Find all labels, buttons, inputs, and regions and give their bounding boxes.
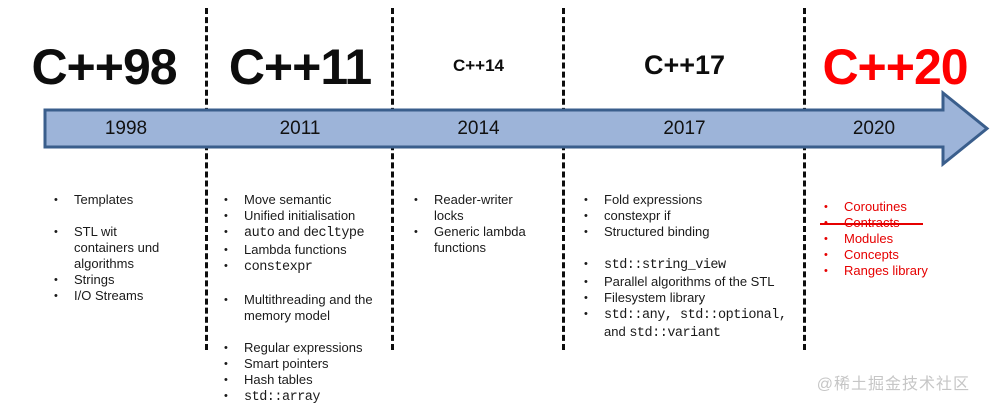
feature-item: •Modules — [824, 231, 894, 246]
year-label-2011: 2011 — [279, 118, 321, 139]
bullet-icon: • — [584, 194, 588, 206]
version-title-cpp14: C++14 — [452, 56, 505, 75]
bullet-icon: • — [54, 290, 58, 302]
bullet-icon: • — [224, 342, 228, 354]
feature-item: •std::any, std::optional, and std::varia… — [584, 308, 787, 341]
version-title-cpp11: C++11 — [228, 39, 372, 95]
feature-list-cpp20: •Coroutines•Contracts•Modules•Concepts•R… — [818, 199, 978, 279]
feature-item: •Generic lambda functions — [414, 224, 526, 255]
year-label-2020: 2020 — [852, 118, 896, 139]
feature-item: •Smart pointers — [224, 356, 329, 371]
bullet-icon: • — [584, 276, 588, 288]
bullet-icon: • — [584, 258, 588, 270]
column-separator — [803, 8, 806, 350]
bullet-icon: • — [54, 194, 58, 206]
feature-item: •Multithreading and the memory model — [224, 292, 373, 323]
feature-item: •Structured binding — [584, 224, 710, 239]
feature-item: •constexpr — [224, 260, 313, 275]
column-separator — [205, 8, 208, 350]
feature-item: •Coroutines — [824, 199, 907, 214]
bullet-icon: • — [824, 201, 828, 213]
feature-item: •Unified initialisation — [224, 208, 356, 223]
bullet-icon: • — [414, 194, 418, 206]
year-label-1998: 1998 — [104, 118, 148, 139]
feature-list-cpp11: •Move semantic•Unified initialisation•au… — [218, 192, 386, 406]
feature-item: •Hash tables — [224, 372, 313, 387]
feature-list-cpp17: •Fold expressions•constexpr if•Structure… — [578, 192, 806, 342]
year-label-2017: 2017 — [663, 118, 706, 139]
bullet-icon: • — [824, 217, 828, 229]
bullet-icon: • — [584, 292, 588, 304]
feature-item: •Strings — [54, 272, 115, 287]
bullet-icon: • — [54, 226, 58, 238]
version-title-cpp98: C++98 — [31, 39, 177, 95]
feature-item: •Move semantic — [224, 192, 332, 207]
version-title-cpp20: C++20 — [822, 39, 968, 95]
bullet-icon: • — [824, 265, 828, 277]
bullet-icon: • — [414, 226, 418, 238]
feature-item: •Reader-writer locks — [414, 192, 513, 223]
bullet-icon: • — [224, 358, 228, 370]
feature-list-cpp98: •Templates •STL wit containers und algori… — [48, 192, 176, 304]
bullet-icon: • — [224, 194, 228, 206]
feature-item: •std::array — [224, 390, 321, 405]
feature-item: •Parallel algorithms of the STL — [584, 274, 775, 289]
bullet-icon: • — [224, 210, 228, 222]
feature-item: •Contracts — [818, 215, 978, 231]
version-title-cpp17: C++17 — [643, 50, 726, 80]
feature-item: •Templates — [54, 192, 134, 207]
feature-item: •std::string_view — [584, 258, 726, 273]
bullet-icon: • — [824, 249, 828, 261]
feature-item: •Lambda functions — [224, 242, 347, 257]
feature-item: •Ranges library — [824, 263, 928, 278]
bullet-icon: • — [584, 308, 588, 320]
bullet-icon: • — [224, 244, 228, 256]
feature-item: •auto and decltype — [224, 224, 365, 241]
bullet-icon: • — [824, 233, 828, 245]
feature-item: •I/O Streams — [54, 288, 144, 303]
feature-item: •STL wit containers und algorithms — [54, 224, 160, 271]
feature-item: •constexpr if — [584, 208, 671, 223]
feature-item: •Regular expressions — [224, 340, 363, 355]
column-separator — [562, 8, 565, 350]
bullet-icon: • — [54, 274, 58, 286]
bullet-icon: • — [584, 226, 588, 238]
column-separator — [391, 8, 394, 350]
feature-item: •Filesystem library — [584, 290, 706, 305]
feature-item: •Concepts — [824, 247, 899, 262]
bullet-icon: • — [224, 226, 228, 238]
bullet-icon: • — [224, 260, 228, 272]
bullet-icon: • — [224, 294, 228, 306]
bullet-icon: • — [224, 390, 228, 402]
feature-list-cpp14: •Reader-writer locks•Generic lambda func… — [408, 192, 540, 256]
bullet-icon: • — [584, 210, 588, 222]
feature-item: •Fold expressions — [584, 192, 703, 207]
year-label-2014: 2014 — [457, 118, 500, 139]
watermark: @稀土掘金技术社区 — [816, 376, 970, 393]
bullet-icon: • — [224, 374, 228, 386]
